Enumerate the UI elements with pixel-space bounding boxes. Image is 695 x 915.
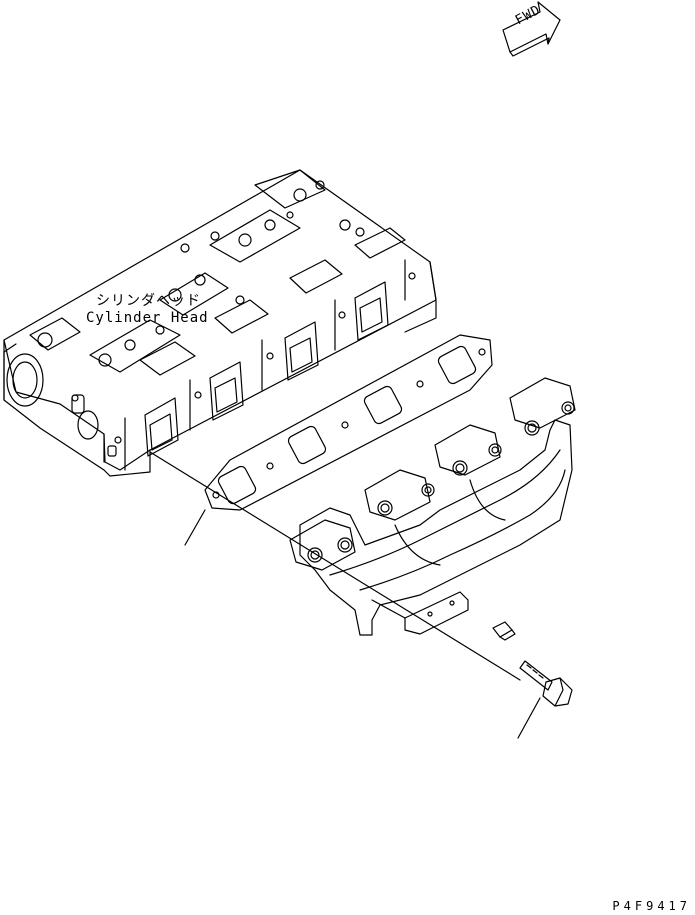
alignment-line (149, 451, 521, 681)
manifold-gasket (204, 334, 493, 511)
exhaust-manifold (289, 377, 576, 636)
fwd-arrow-icon (502, 1, 561, 57)
drawing-code: P4F9417 (612, 899, 691, 913)
leader-line-bolt (517, 697, 541, 739)
flange-bolt (519, 660, 573, 707)
cylinder-head-label-jp: シリンダヘッド (96, 293, 201, 309)
cylinder-head-label-en: Cylinder Head (86, 310, 209, 326)
stud-bolt (492, 621, 516, 641)
leader-line-gasket (184, 509, 206, 546)
cylinder-head (3, 169, 437, 477)
